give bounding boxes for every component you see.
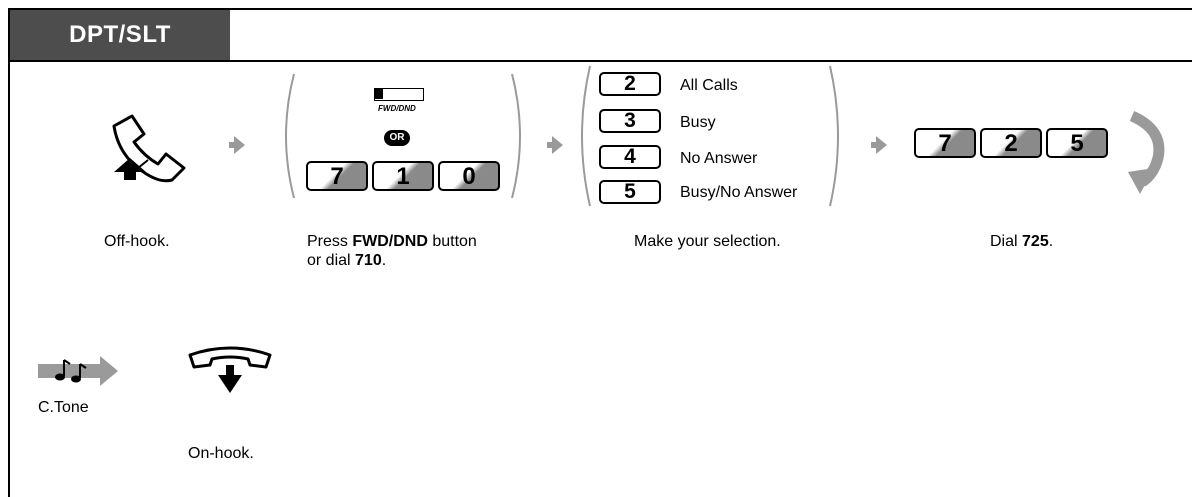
step-arrow-icon bbox=[547, 136, 563, 154]
selection-label: No Answer bbox=[680, 150, 758, 167]
left-parenthesis bbox=[285, 73, 295, 199]
step-offhook-caption: Off-hook. bbox=[104, 233, 170, 250]
tone-label: C.Tone bbox=[38, 399, 89, 416]
dial-key[interactable]: 5 bbox=[1046, 128, 1108, 158]
step-fwd-caption: Press FWD/DND button or dial 710. bbox=[307, 233, 477, 269]
fwd-dnd-button-label: FWD/DND bbox=[378, 104, 416, 113]
fwd-dnd-button[interactable] bbox=[374, 88, 424, 101]
or-badge: OR bbox=[384, 130, 410, 146]
selection-key[interactable]: 5 bbox=[599, 180, 661, 204]
selection-label: All Calls bbox=[680, 77, 738, 94]
diagram-frame bbox=[8, 8, 1192, 497]
header-divider bbox=[10, 60, 1192, 62]
step-onhook-caption: On-hook. bbox=[188, 445, 254, 462]
step-arrow-icon bbox=[229, 136, 245, 154]
right-parenthesis bbox=[511, 73, 521, 199]
left-parenthesis bbox=[581, 65, 591, 207]
confirmation-tone-icon bbox=[38, 356, 118, 386]
dial-key[interactable]: 7 bbox=[914, 128, 976, 158]
phone-type-tab: DPT/SLT bbox=[10, 10, 230, 60]
on-hook-handset-icon bbox=[188, 346, 272, 393]
dial-key[interactable]: 7 bbox=[306, 161, 368, 191]
dial-key[interactable]: 1 bbox=[372, 161, 434, 191]
dial-key[interactable]: 2 bbox=[980, 128, 1042, 158]
step-selection-caption: Make your selection. bbox=[634, 233, 781, 250]
step-dial-caption: Dial 725. bbox=[990, 233, 1054, 250]
selection-key[interactable]: 3 bbox=[599, 109, 661, 133]
selection-label: Busy bbox=[680, 114, 716, 131]
selection-key[interactable]: 4 bbox=[599, 145, 661, 169]
right-parenthesis bbox=[829, 65, 839, 207]
return-arrow-icon bbox=[1128, 110, 1165, 194]
dial-key[interactable]: 0 bbox=[438, 161, 500, 191]
off-hook-handset-icon bbox=[112, 114, 186, 183]
selection-key[interactable]: 2 bbox=[599, 72, 661, 96]
step-arrow-icon bbox=[871, 136, 887, 154]
selection-label: Busy/No Answer bbox=[680, 184, 798, 201]
